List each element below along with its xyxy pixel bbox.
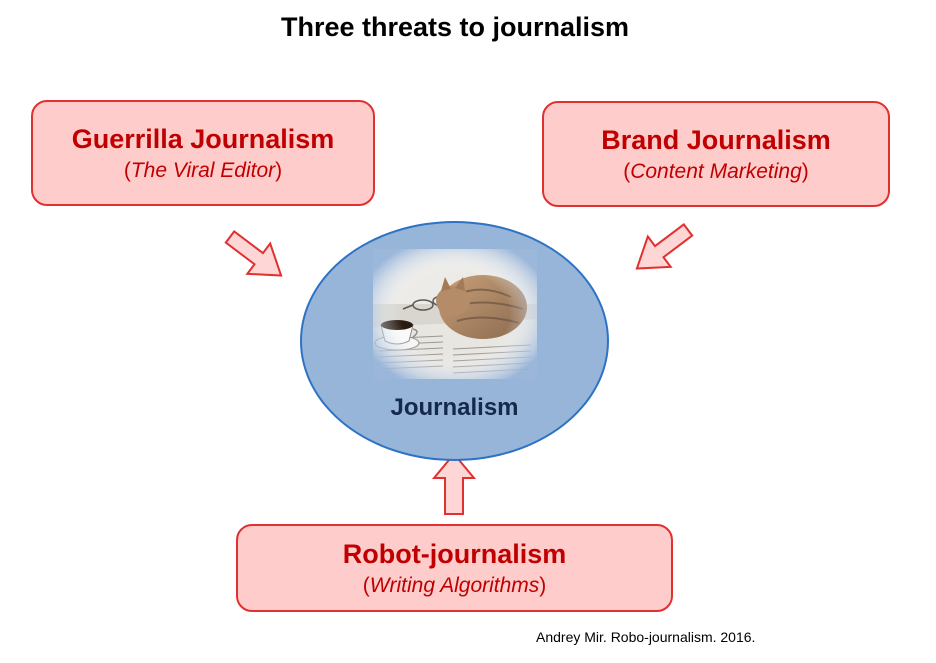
arrow-brand-to-center bbox=[625, 215, 699, 284]
credit-caption: Andrey Mir. Robo-journalism. 2016. bbox=[536, 629, 755, 645]
arrow-robot-to-center bbox=[434, 454, 474, 514]
arrow-guerrilla-to-center bbox=[219, 222, 293, 291]
cat-on-newspaper-photo bbox=[373, 249, 537, 379]
journalism-label: Journalism bbox=[300, 394, 609, 422]
journalism-ellipse-group: Journalism bbox=[300, 221, 609, 461]
